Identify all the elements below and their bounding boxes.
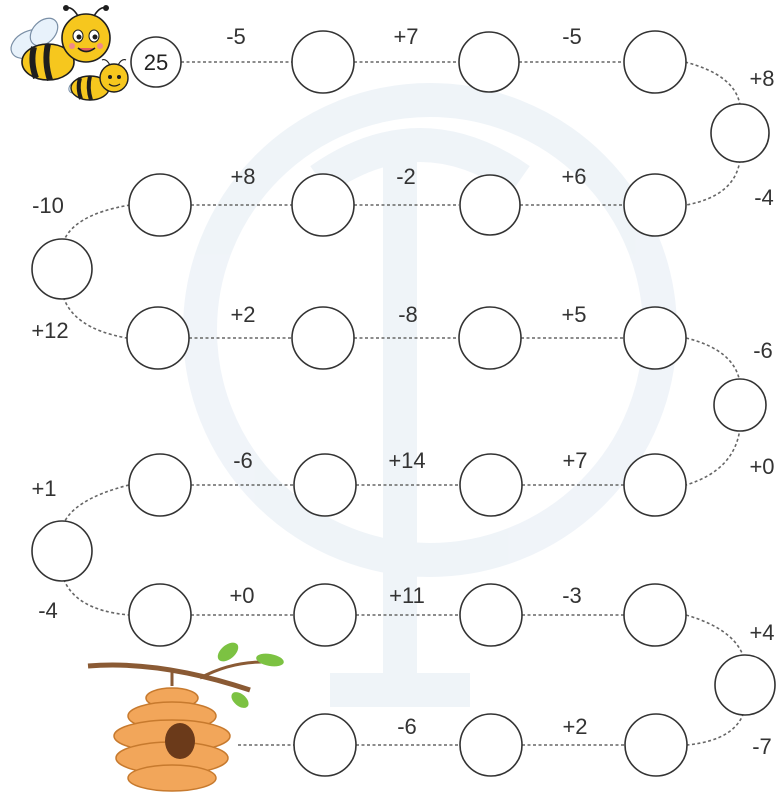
operation-label: -4 (38, 598, 58, 623)
bees-illustration (6, 5, 128, 100)
blank-circle[interactable] (460, 714, 522, 776)
blank-circle[interactable] (32, 239, 92, 299)
blank-circle[interactable] (460, 454, 522, 516)
blank-circle[interactable] (294, 714, 356, 776)
blank-circle[interactable] (129, 174, 191, 236)
blank-circle[interactable] (624, 307, 686, 369)
operation-label: -8 (398, 302, 418, 327)
operation-label: +8 (230, 164, 255, 189)
blank-circle[interactable] (460, 584, 522, 646)
blank-circle[interactable] (624, 584, 686, 646)
blank-circle[interactable] (624, 454, 686, 516)
small-bee-icon (66, 60, 128, 100)
operation-label: -7 (752, 734, 772, 759)
operation-label: -4 (754, 185, 774, 210)
operation-label: +1 (31, 476, 56, 501)
background-watermark (200, 100, 660, 690)
operation-label: +5 (561, 302, 586, 327)
blank-circle[interactable] (292, 174, 354, 236)
blank-circle[interactable] (294, 454, 356, 516)
blank-circle[interactable] (459, 307, 521, 369)
blank-circle[interactable] (624, 31, 686, 93)
blank-circle[interactable] (129, 454, 191, 516)
operation-label: -10 (32, 193, 64, 218)
operation-label: -6 (397, 714, 417, 739)
operation-label: +0 (749, 454, 774, 479)
operation-label: +4 (749, 620, 774, 645)
blank-circle[interactable] (460, 175, 520, 235)
operation-label: +0 (229, 583, 254, 608)
operation-label: -6 (233, 448, 253, 473)
operation-label: +2 (562, 714, 587, 739)
operation-label: +11 (389, 583, 425, 608)
blank-circle[interactable] (292, 31, 354, 93)
operation-label: -5 (226, 24, 246, 49)
blank-circle[interactable] (714, 379, 766, 431)
operation-label: -5 (562, 24, 582, 49)
operation-label: -6 (753, 338, 773, 363)
blank-circle[interactable] (127, 307, 189, 369)
blank-circle[interactable] (294, 584, 356, 646)
blank-circle[interactable] (459, 32, 519, 92)
blank-circle[interactable] (129, 584, 191, 646)
operation-label: +6 (561, 164, 586, 189)
blank-circle[interactable] (715, 655, 775, 715)
operation-label: +12 (31, 318, 68, 343)
beehive-illustration (88, 639, 285, 791)
big-bee-icon (6, 5, 110, 80)
operation-label: +7 (393, 24, 418, 49)
blank-circle[interactable] (292, 307, 354, 369)
blank-circle[interactable] (624, 174, 686, 236)
operation-label: -3 (562, 583, 582, 608)
operation-label: +14 (388, 448, 425, 473)
leaf-icon (214, 639, 285, 711)
operation-label: +8 (749, 66, 774, 91)
operation-label: +7 (562, 448, 587, 473)
blank-circle[interactable] (32, 521, 92, 581)
start-number: 25 (144, 50, 168, 75)
operation-label: +2 (230, 302, 255, 327)
blank-circle[interactable] (625, 714, 687, 776)
operation-label: -2 (396, 164, 416, 189)
hive-entrance (165, 723, 195, 759)
blank-circle[interactable] (711, 104, 769, 162)
beehive-icon (114, 688, 230, 791)
